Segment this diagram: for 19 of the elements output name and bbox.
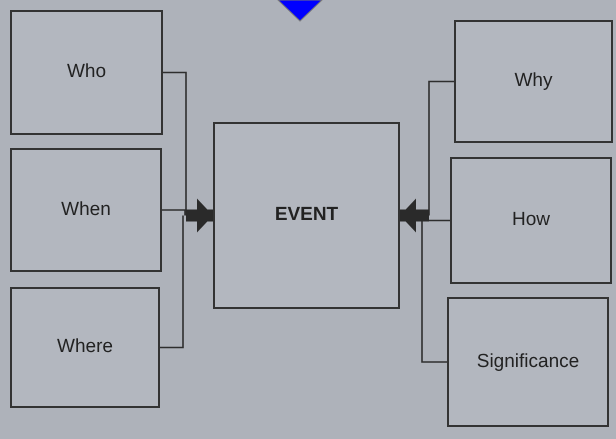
box-label: Where — [57, 335, 113, 360]
text-box — [454, 20, 613, 143]
box-label: Who — [66, 60, 106, 84]
connector-line — [428, 80, 454, 216]
box-label: Why — [514, 69, 552, 94]
box-label: EVENT — [274, 203, 338, 228]
block-arrow — [186, 198, 213, 232]
connector-line — [162, 209, 186, 216]
text-box — [10, 10, 163, 135]
box-label: When — [61, 198, 111, 222]
text-box — [10, 148, 162, 272]
box-label: How — [512, 208, 550, 232]
block-arrow — [400, 198, 429, 232]
text-box — [10, 287, 160, 408]
connector-line — [160, 216, 184, 348]
text-box — [450, 157, 612, 284]
text-box — [447, 297, 609, 427]
text-box — [213, 122, 400, 309]
box-label: Significance — [476, 350, 580, 374]
